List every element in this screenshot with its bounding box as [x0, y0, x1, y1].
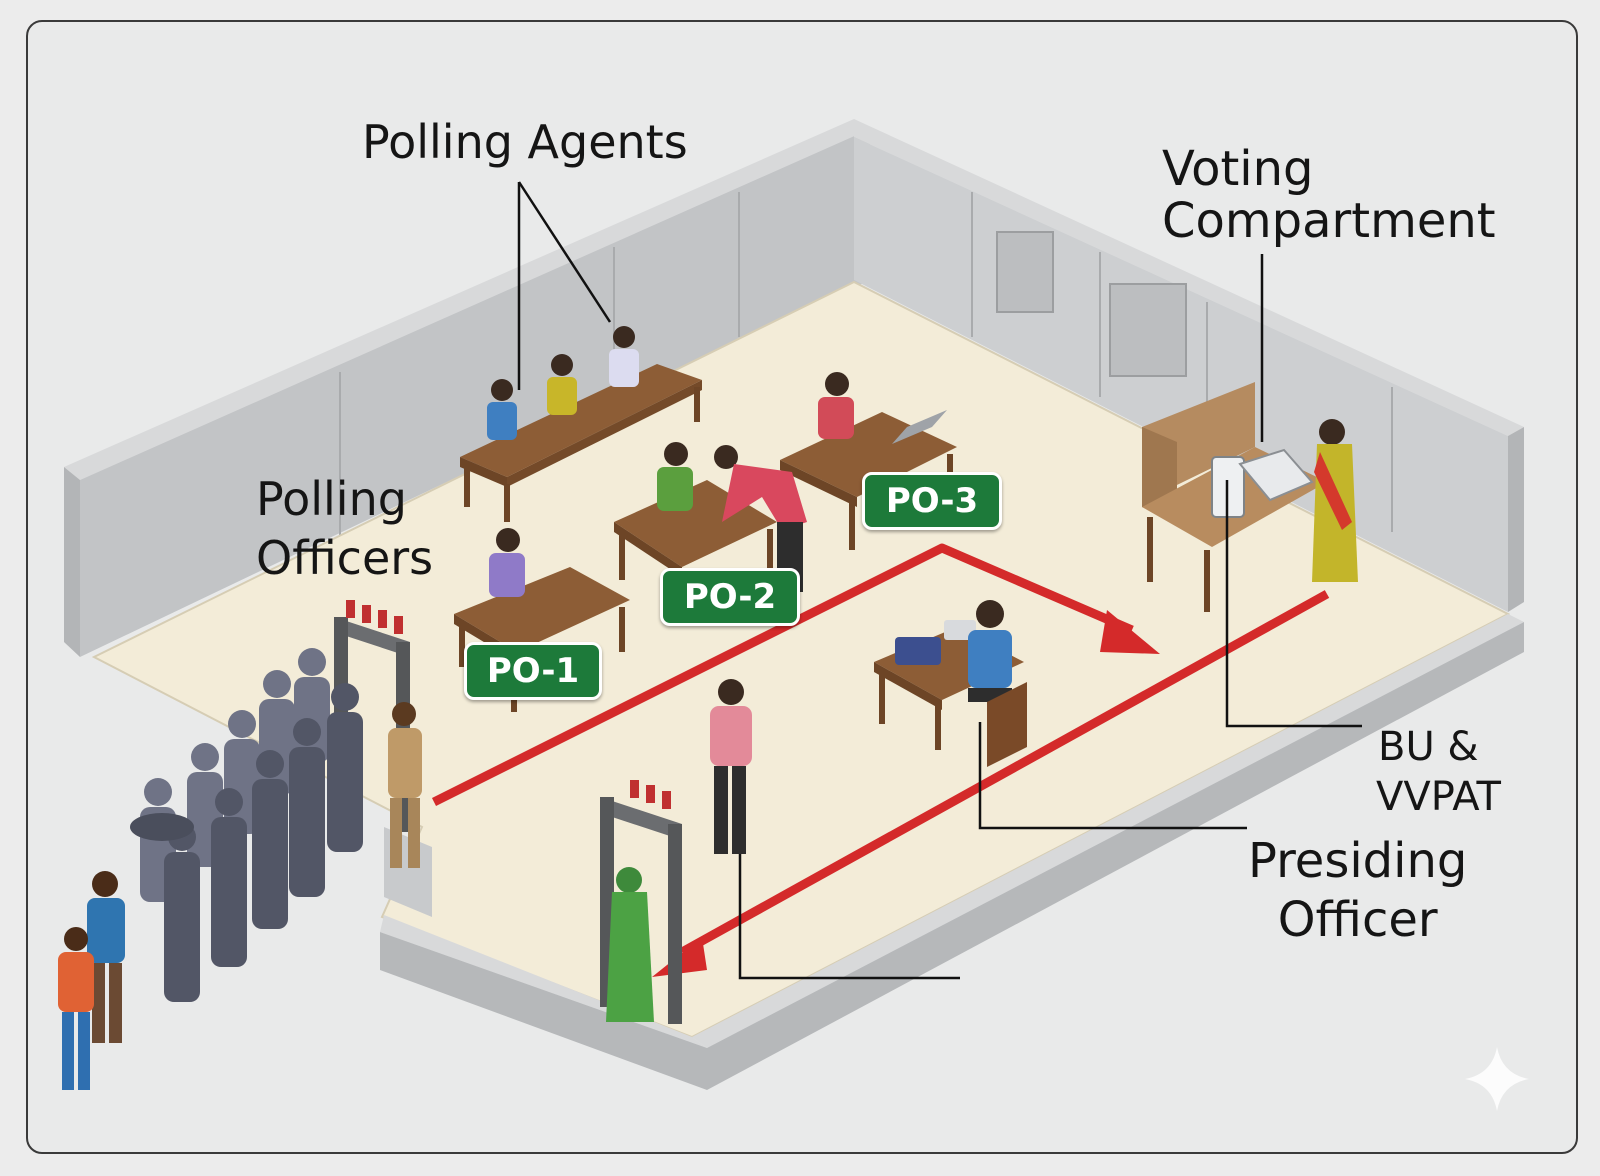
leader-lines: [517, 181, 1362, 980]
label-presiding-officer-line1: Presiding: [1248, 833, 1468, 889]
po3-table: [780, 372, 957, 550]
voter-queue: [130, 648, 363, 1002]
right-wall-edge: [1508, 427, 1524, 612]
presiding-officer-desk: [874, 600, 1027, 767]
voting-compartment-booth: [1142, 382, 1358, 612]
label-bu-vvpat-line1: BU &: [1378, 724, 1479, 770]
voter-flow-path: [431, 543, 1330, 977]
voter-exiting: [606, 867, 654, 1022]
back-left-wall-top: [64, 119, 870, 480]
badge-po1: PO-1: [464, 642, 602, 700]
label-polling-agents-text: Polling Agents: [362, 115, 688, 169]
label-bu-vvpat-line2: VVPAT: [1376, 774, 1501, 820]
front-right-wall: [707, 622, 1524, 1090]
polling-station-scene: [58, 119, 1529, 1111]
diagram-frame: Polling Agents Voting Compartment Pollin…: [26, 20, 1578, 1154]
label-bu-vvpat: BU & VVPAT: [1376, 722, 1501, 822]
voter-queue-colored: [58, 871, 125, 1090]
security-guard: [388, 702, 422, 868]
label-presiding-officer: Presiding Officer: [1248, 832, 1467, 949]
label-presiding-officer-line2: Officer: [1277, 891, 1438, 948]
polling-agent: [609, 326, 639, 387]
front-right-wall-top: [692, 614, 1524, 1048]
left-wall-edge: [64, 467, 80, 657]
badge-po2: PO-2: [660, 568, 800, 626]
label-voting-compartment-line1: Voting: [1162, 141, 1314, 197]
ballot-unit: [1238, 448, 1314, 502]
polling-agents-table: [460, 364, 702, 522]
label-polling-officers: Polling Officers: [256, 470, 433, 588]
front-left-wall: [380, 932, 707, 1090]
label-polling-officers-line2: Officers: [256, 530, 434, 585]
sparkle-icon: [1465, 1047, 1529, 1111]
polling-agent: [547, 354, 577, 415]
badge-po3: PO-3: [862, 472, 1002, 530]
label-voting-compartment-line2: Compartment: [1162, 192, 1496, 249]
label-polling-officers-line1: Polling: [256, 472, 407, 526]
po2-table: [614, 442, 807, 624]
polling-agent: [487, 379, 517, 440]
label-voting-compartment: Voting Compartment: [1162, 141, 1496, 249]
presiding-officer-figure: [710, 679, 752, 854]
back-left-wall: [80, 129, 870, 657]
window: [1109, 283, 1187, 377]
label-polling-agents: Polling Agents: [362, 115, 688, 169]
window: [996, 231, 1054, 313]
back-right-wall-top: [854, 119, 1524, 436]
door-frame-metal-detector: [600, 780, 682, 1024]
